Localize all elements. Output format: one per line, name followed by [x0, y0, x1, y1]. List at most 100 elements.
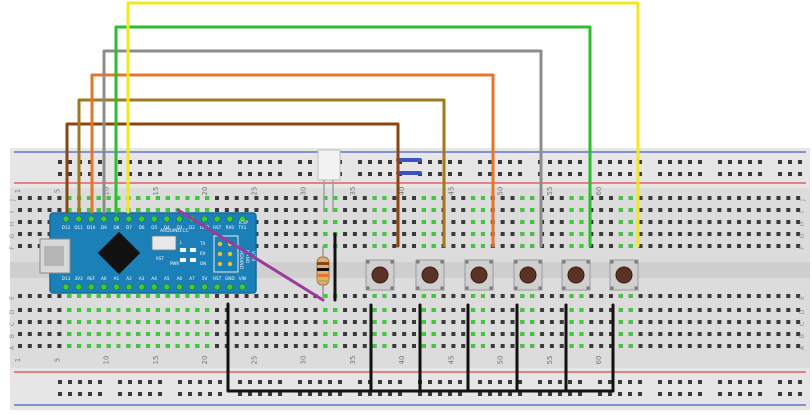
row-letter-right: C [799, 322, 806, 326]
rail-hole [138, 160, 142, 164]
breadboard-hole [343, 232, 348, 236]
rail-hole [548, 172, 552, 176]
rail-hole [578, 392, 582, 396]
connected-hole [185, 196, 190, 200]
connected-hole [372, 320, 377, 324]
connected-hole [569, 344, 574, 348]
breadboard-hole [461, 208, 466, 212]
rail-hole [598, 392, 602, 396]
breadboard-hole [697, 294, 702, 298]
breadboard-hole [313, 308, 318, 312]
breadboard-hole [609, 308, 613, 312]
connected-hole [185, 344, 190, 348]
column-number-top: 60 [595, 187, 603, 196]
connected-hole [471, 232, 476, 236]
rail-hole [628, 380, 632, 384]
rail-hole [798, 160, 802, 164]
connected-hole [372, 294, 377, 298]
arduino-pin-label-bottom: A5 [164, 276, 170, 281]
rail-hole [98, 172, 102, 176]
breadboard-hole [746, 294, 751, 298]
rail-hole [568, 380, 572, 384]
rail-hole [358, 392, 362, 396]
connected-hole [569, 244, 574, 248]
connected-hole [421, 196, 426, 200]
breadboard-hole [313, 344, 318, 348]
breadboard-hole [589, 344, 594, 348]
rail-hole [508, 380, 512, 384]
breadboard-hole [668, 232, 673, 236]
rail-hole [218, 392, 222, 396]
connected-hole [618, 344, 623, 348]
connected-hole [530, 208, 535, 212]
rail-hole [758, 392, 762, 396]
wire-purple [176, 208, 325, 302]
breadboard-hole [796, 196, 801, 200]
rail-hole [458, 160, 462, 164]
rail-hole [778, 160, 782, 164]
wire-brown [65, 122, 400, 248]
breadboard-hole [274, 220, 279, 224]
connected-hole [323, 294, 328, 298]
breadboard-hole [648, 332, 653, 336]
breadboard-hole [57, 208, 62, 212]
breadboard-hole [313, 208, 318, 212]
breadboard-hole [599, 294, 604, 298]
breadboard-hole [648, 294, 653, 298]
breadboard-hole [224, 196, 229, 200]
icsp-header-icon [213, 235, 239, 273]
breadboard-hole [599, 332, 604, 336]
breadboard-hole [668, 244, 673, 248]
breadboard-hole [500, 308, 505, 312]
breadboard-hole [599, 208, 604, 212]
breadboard-hole [402, 196, 407, 200]
rail-hole [608, 380, 612, 384]
breadboard-hole [313, 320, 318, 324]
breadboard-hole [274, 332, 279, 336]
rail-hole [298, 392, 302, 396]
breadboard-hole [47, 320, 52, 324]
breadboard-hole [707, 232, 712, 236]
connected-hole [185, 308, 190, 312]
breadboard-hole [559, 320, 564, 324]
breadboard-hole [47, 294, 52, 298]
breadboard-hole [18, 332, 22, 336]
breadboard-hole [461, 196, 466, 200]
connected-hole [195, 308, 200, 312]
breadboard-hole [18, 220, 22, 224]
rail-hole [138, 172, 142, 176]
connected-hole [569, 332, 574, 336]
connected-hole [431, 344, 436, 348]
breadboard-hole [658, 196, 663, 200]
breadboard-hole [392, 294, 397, 298]
breadboard-hole [737, 308, 742, 312]
breadboard-hole [412, 320, 416, 324]
column-number-bottom: 60 [595, 356, 603, 365]
arduino-label-pwr: PWR [170, 261, 179, 266]
breadboard-hole [638, 208, 643, 212]
connected-hole [579, 320, 584, 324]
column-number-top: 20 [201, 187, 209, 196]
connected-hole [569, 208, 574, 212]
breadboard-hole [677, 308, 682, 312]
rail-hole [298, 172, 302, 176]
rail-hole [238, 172, 242, 176]
rail-hole [598, 380, 602, 384]
breadboard-hole [362, 232, 367, 236]
arduino-pin-label-bottom: A4 [151, 276, 157, 281]
arduino-pin-bottom [163, 283, 171, 291]
breadboard-hole [37, 196, 42, 200]
connected-hole [333, 332, 338, 336]
rail-hole [668, 392, 672, 396]
breadboard-hole [766, 220, 771, 224]
connected-hole [185, 294, 190, 298]
breadboard-hole [668, 294, 673, 298]
connected-hole [520, 220, 525, 224]
breadboard-hole [37, 308, 42, 312]
breadboard-hole [658, 320, 663, 324]
breadboard-hole [549, 196, 554, 200]
connected-hole [480, 208, 485, 212]
connected-hole [146, 308, 151, 312]
rail-hole [548, 392, 552, 396]
connected-hole [323, 196, 328, 200]
